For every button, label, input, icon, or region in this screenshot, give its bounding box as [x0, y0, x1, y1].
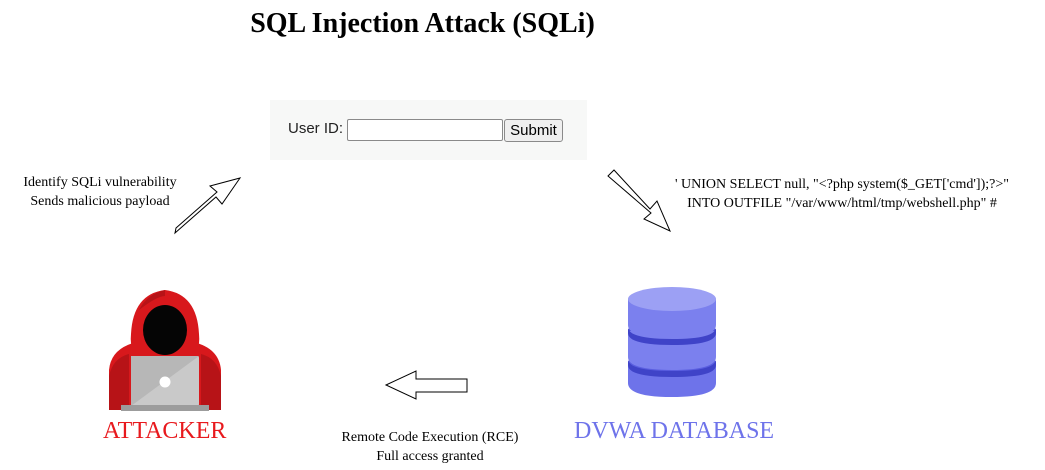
submit-button[interactable]: Submit	[504, 119, 563, 142]
step1-line2: Sends malicious payload	[30, 194, 170, 209]
arrow-down-right-icon	[607, 169, 671, 233]
user-id-input[interactable]	[347, 119, 503, 141]
page-title: SQL Injection Attack (SQLi)	[250, 8, 595, 39]
payload-line2: INTO OUTFILE "/var/www/html/tmp/webshell…	[687, 196, 997, 211]
database-label: DVWA DATABASE	[574, 418, 775, 444]
user-id-label: User ID:	[288, 120, 344, 137]
hacker-icon	[109, 290, 221, 411]
result-line2: Full access granted	[376, 449, 484, 464]
step1-line1: Identify SQLi vulnerability	[23, 175, 177, 190]
attacker-label: ATTACKER	[103, 418, 227, 444]
database-icon	[628, 287, 716, 397]
arrow-up-right-icon	[174, 177, 242, 235]
payload-line1: ' UNION SELECT null, "<?php system($_GET…	[675, 177, 1009, 192]
arrow-left-icon	[384, 370, 468, 400]
result-note: Remote Code Execution (RCE) Full access …	[322, 428, 538, 466]
step1-note: Identify SQLi vulnerability Sends malici…	[12, 173, 188, 211]
result-line1: Remote Code Execution (RCE)	[341, 430, 519, 445]
user-id-form: User ID: Submit	[270, 100, 587, 160]
payload-note: ' UNION SELECT null, "<?php system($_GET…	[648, 175, 1036, 213]
